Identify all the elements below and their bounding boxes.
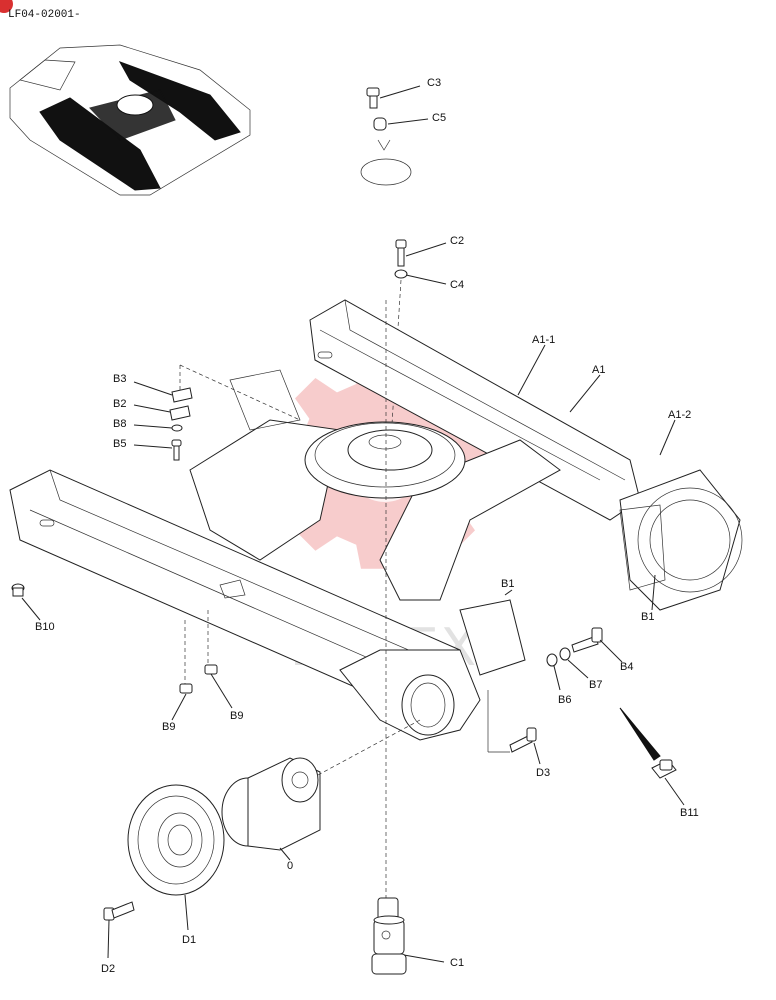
callout-B4: B4 (620, 661, 633, 673)
callout-B2: B2 (113, 398, 126, 410)
travel-motor (221, 719, 421, 861)
callout-B6: B6 (558, 694, 571, 706)
callout-B1-top: B1 (501, 578, 514, 590)
overview-thumbnail (9, 44, 251, 196)
callout-C2: C2 (450, 235, 464, 247)
callout-B7: B7 (589, 679, 602, 691)
plug-b10 (11, 583, 41, 621)
callout-C3: C3 (427, 77, 441, 89)
fitting-b11 (619, 707, 685, 806)
track-frame (9, 299, 743, 741)
callout-B8: B8 (113, 418, 126, 430)
swivel-joint-c1 (371, 300, 445, 975)
diagram-code: LF04-02001- (8, 9, 81, 21)
callout-A1: A1 (592, 364, 605, 376)
callout-C5: C5 (432, 112, 446, 124)
callout-C1: C1 (450, 957, 464, 969)
center-bolt (390, 239, 447, 441)
plugs-b9 (171, 610, 233, 721)
callout-B9-left: B9 (162, 721, 175, 733)
corner-badge-icon (0, 0, 13, 13)
callout-B3: B3 (113, 373, 126, 385)
plate-bolt-set (133, 364, 301, 461)
callout-0: 0 (287, 860, 293, 872)
callout-D2: D2 (101, 963, 115, 975)
bolt-set-b4 (546, 627, 623, 691)
callout-B9-right: B9 (230, 710, 243, 722)
callout-B11: B11 (680, 807, 699, 819)
callout-A1-1: A1-1 (532, 334, 555, 346)
bolt-d3 (487, 690, 541, 765)
callout-B1-right: B1 (641, 611, 654, 623)
sprocket-d1 (127, 784, 225, 931)
callout-B10: B10 (35, 621, 55, 633)
callout-D1: D1 (182, 934, 196, 946)
callout-B5: B5 (113, 438, 126, 450)
callout-D3: D3 (536, 767, 550, 779)
callout-C4: C4 (450, 279, 464, 291)
swivel-cap-assembly (360, 85, 429, 186)
callout-A1-2: A1-2 (668, 409, 691, 421)
bolt-d2 (103, 901, 135, 959)
